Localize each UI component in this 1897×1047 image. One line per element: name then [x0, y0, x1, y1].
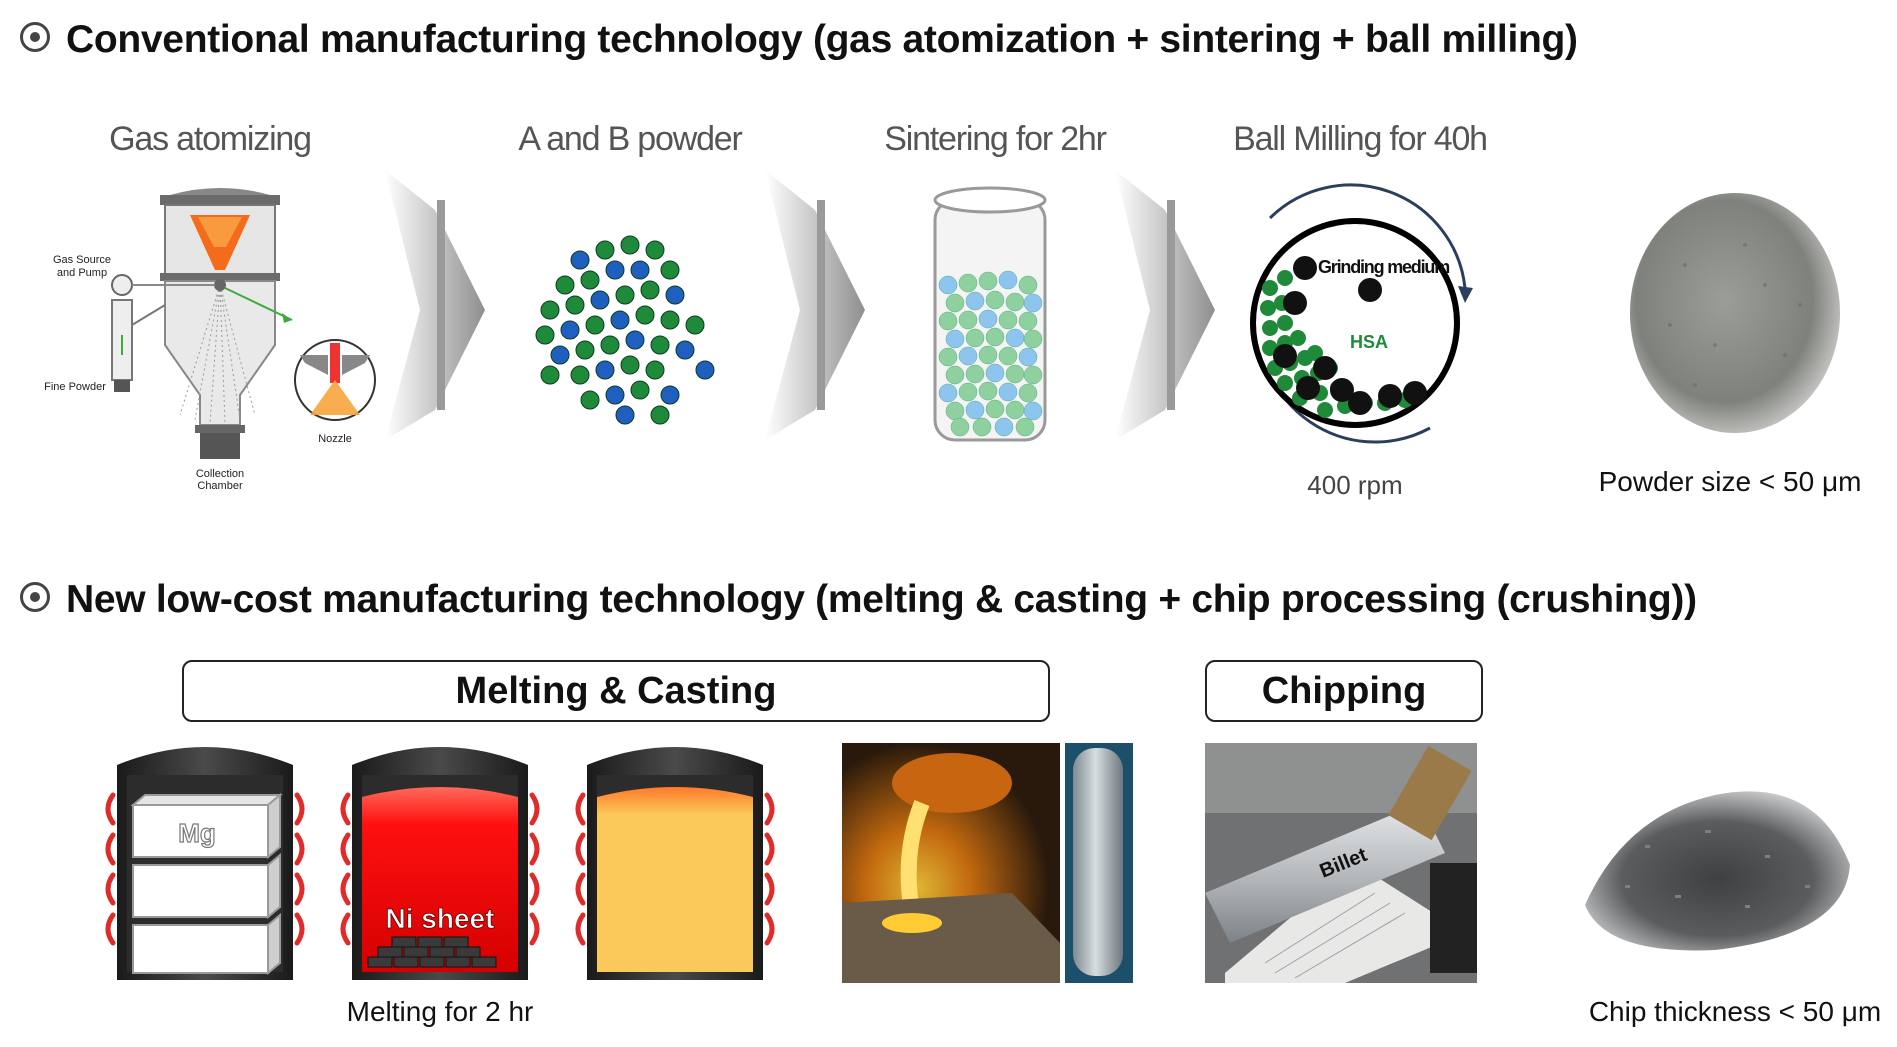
atomizer-lid: [160, 195, 280, 205]
melting-casting-box: Melting & Casting: [182, 660, 1050, 722]
step-label-ball-milling: Ball Milling for 40h: [1233, 120, 1488, 158]
section-bullet-icon: [20, 22, 50, 52]
cast-billet-photo: [1065, 743, 1133, 983]
powder-size-label: Powder size < 50 μm: [1598, 466, 1862, 497]
ab-powder-particles: [535, 235, 715, 425]
crucible-molten-alloy: [575, 747, 775, 980]
fine-powder-pile-image: [1630, 193, 1840, 433]
melting-time-label: Melting for 2 hr: [346, 996, 534, 1027]
collection-label: Collection: [196, 468, 244, 480]
casting-photo: [842, 743, 1060, 983]
chip-pile-image: [1585, 791, 1850, 951]
atomizer-body: [164, 280, 276, 426]
gas-source-pump: [111, 274, 133, 296]
sintering-jar: [933, 186, 1047, 442]
step-label-gas-atomizing: Gas atomizing: [109, 120, 312, 158]
step-label-sintering: Sintering for 2hr: [884, 120, 1107, 158]
chipping-box: Chipping: [1205, 660, 1483, 722]
collection-chamber: [200, 433, 240, 459]
step-label-powder: A and B powder: [518, 120, 742, 158]
svg-text:Chamber: Chamber: [197, 480, 243, 492]
chipping-lathe-photo: Billet: [1205, 743, 1477, 983]
process-arrow-icon-3: [1115, 170, 1215, 440]
hsa-label: HSA: [1350, 332, 1388, 352]
process-arrow-icon-2: [765, 170, 865, 440]
crucible-ni-sheet: Ni sheet: [340, 747, 540, 980]
nozzle-label: Nozzle: [318, 433, 352, 445]
section1-title: Conventional manufacturing technology (g…: [66, 18, 1578, 61]
svg-text:and Pump: and Pump: [57, 267, 107, 279]
mg-label: Mg: [178, 818, 216, 848]
fine-powder-label: Fine Powder: [44, 381, 106, 393]
process-arrow-icon-1: [385, 170, 485, 440]
crucible-mg: Mg: [105, 747, 305, 980]
gas-source-label: Gas Source: [53, 254, 111, 266]
mill-speed-label: 400 rpm: [1307, 470, 1403, 500]
gas-atomizer-diagram: Gas Source and Pump Fine Powder Collecti…: [44, 188, 376, 492]
section-bullet-icon: [20, 582, 50, 612]
ball-mill-diagram: Grinding medium HSA: [1250, 183, 1473, 444]
ni-sheet-label: Ni sheet: [386, 903, 495, 934]
chip-thickness-label: Chip thickness < 50 μm: [1588, 996, 1882, 1027]
section2-title: New low-cost manufacturing technology (m…: [66, 578, 1697, 621]
grinding-medium-label: Grinding medium: [1318, 257, 1449, 277]
